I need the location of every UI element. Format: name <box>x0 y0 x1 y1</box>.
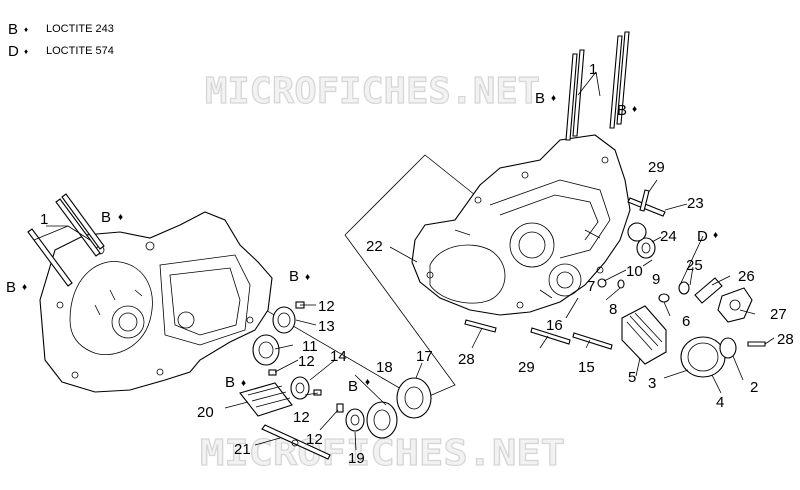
part-label-1: 1 <box>40 211 48 228</box>
part-label-14: 14 <box>330 348 347 365</box>
drop-icon: ♦ <box>241 378 246 389</box>
group-bracket-line <box>344 154 476 236</box>
stud-bolts-left <box>27 193 105 287</box>
legend: B ♦ LOCTITE 243 D ♦ LOCTITE 574 <box>8 18 114 62</box>
part-label-11: 11 <box>302 338 318 355</box>
part-label-16: 16 <box>546 317 563 334</box>
part-label-8: 8 <box>609 301 617 318</box>
part-label-12: 12 <box>293 409 310 426</box>
leader-lines <box>33 71 775 451</box>
part-label-10: 10 <box>626 263 643 280</box>
part-label-18: 18 <box>376 359 393 376</box>
loctite-b-callout: B <box>535 90 545 107</box>
right-crankcase-half <box>411 134 631 316</box>
part-label-20: 20 <box>197 404 214 421</box>
part-label-17: 17 <box>416 348 433 365</box>
part-label-28: 28 <box>777 331 794 348</box>
part-label-13: 13 <box>318 318 335 335</box>
drop-icon: ♦ <box>713 230 718 241</box>
part-label-12: 12 <box>318 298 335 315</box>
drop-icon: ♦ <box>24 46 29 56</box>
part-label-29: 29 <box>648 159 665 176</box>
part-label-9: 9 <box>652 271 660 288</box>
drop-icon: ♦ <box>551 93 556 104</box>
group-bracket-line <box>344 234 456 401</box>
drop-icon: ♦ <box>24 24 29 34</box>
part-label-5: 5 <box>628 369 636 386</box>
part-label-12: 12 <box>298 353 315 370</box>
legend-text: LOCTITE 574 <box>46 45 114 57</box>
loctite-b-callout: B <box>617 102 627 119</box>
part-label-26: 26 <box>738 268 755 285</box>
loctite-b-callout: B <box>225 374 235 391</box>
part-label-27: 27 <box>770 306 787 323</box>
loctite-d-callout: D <box>697 228 708 245</box>
watermark-top: MICROFICHES.NET <box>205 71 540 112</box>
loctite-b-callout: B <box>289 268 299 285</box>
part-label-12: 12 <box>306 431 323 448</box>
part-label-23: 23 <box>687 195 704 212</box>
oil-filter-group <box>597 189 766 378</box>
part-label-3: 3 <box>648 375 656 392</box>
left-crankcase-half <box>39 211 273 393</box>
legend-row-loctite-574: D ♦ LOCTITE 574 <box>8 40 114 62</box>
loctite-callouts: B ♦ B ♦ B ♦ B ♦ B ♦ B ♦ B ♦ D ♦ <box>6 90 718 395</box>
part-label-28: 28 <box>458 351 475 368</box>
loctite-b-callout: B <box>101 209 111 226</box>
legend-letter: B <box>8 20 19 38</box>
legend-row-loctite-243: B ♦ LOCTITE 243 <box>8 18 114 40</box>
part-label-25: 25 <box>686 257 703 274</box>
part-number-labels: 1 1 2 3 4 5 6 7 8 9 10 11 12 12 12 12 13… <box>40 61 794 467</box>
loose-bolts <box>464 319 613 350</box>
drop-icon: ♦ <box>305 272 310 283</box>
bearing-group-lower <box>239 301 432 460</box>
part-label-19: 19 <box>348 450 365 467</box>
part-label-15: 15 <box>578 359 595 376</box>
part-label-24: 24 <box>660 228 677 245</box>
stud-bolts-right <box>565 31 630 141</box>
loctite-b-callout: B <box>6 279 16 296</box>
part-label-1: 1 <box>589 61 597 78</box>
part-label-29: 29 <box>518 359 535 376</box>
part-label-7: 7 <box>587 278 595 295</box>
drop-icon: ♦ <box>22 282 27 293</box>
legend-text: LOCTITE 243 <box>46 23 114 35</box>
part-label-4: 4 <box>716 394 724 411</box>
part-label-6: 6 <box>682 313 690 330</box>
part-label-22: 22 <box>366 238 383 255</box>
drop-icon: ♦ <box>118 212 123 223</box>
legend-letter: D <box>8 42 19 60</box>
part-label-2: 2 <box>750 379 758 396</box>
drop-icon: ♦ <box>365 377 370 388</box>
drop-icon: ♦ <box>632 104 637 115</box>
watermark-bottom: MICROFICHES.NET <box>200 433 565 474</box>
part-label-21: 21 <box>234 441 251 458</box>
loctite-b-callout: B <box>348 378 358 395</box>
